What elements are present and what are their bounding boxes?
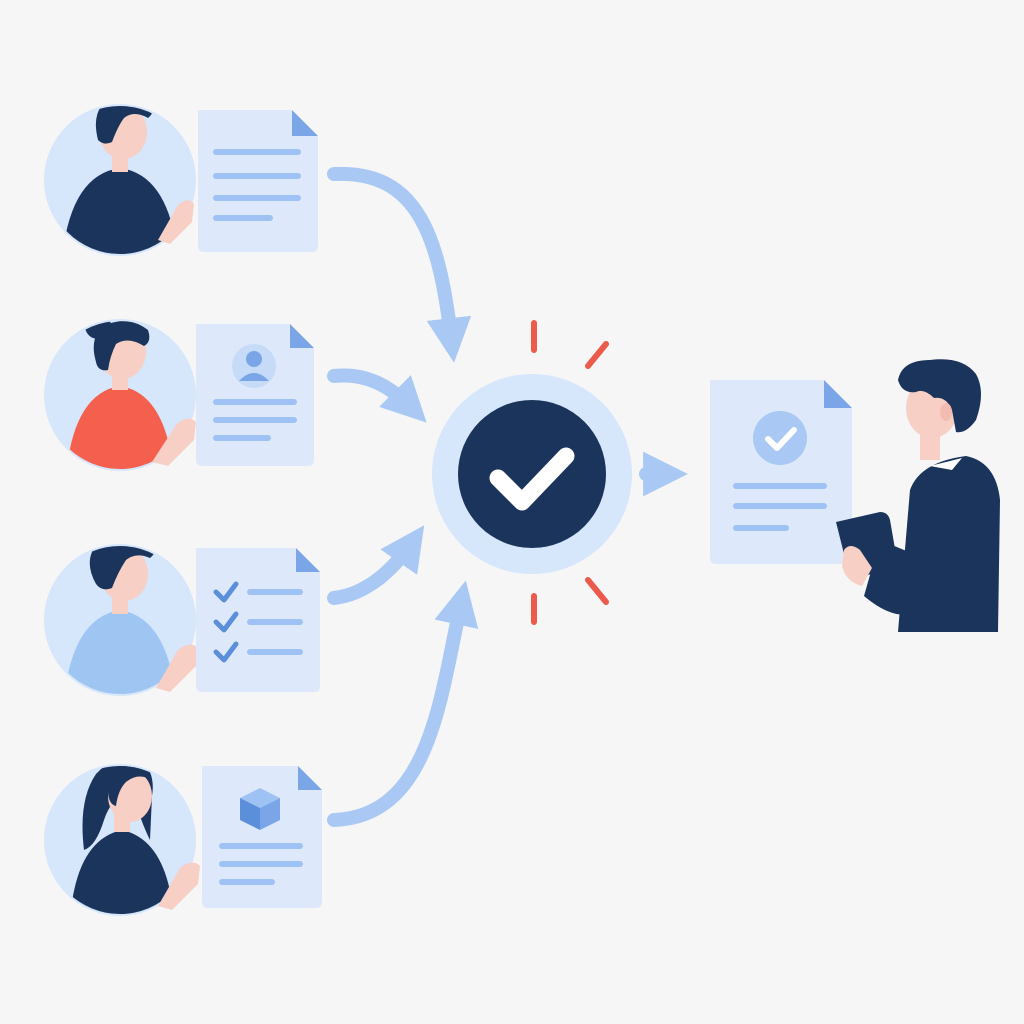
contributor-4 <box>44 764 322 916</box>
person-avatar <box>66 321 174 469</box>
receiver-person <box>836 359 1000 632</box>
hand <box>152 418 196 466</box>
person-avatar <box>62 106 178 254</box>
checklist-icon <box>213 581 303 663</box>
hand <box>156 644 198 692</box>
approval-hub <box>432 320 632 625</box>
document-card <box>202 766 322 908</box>
flow-arrows <box>327 166 688 827</box>
arrow-2 <box>327 368 427 423</box>
checkmark-icon <box>489 447 575 511</box>
document-card <box>196 324 314 466</box>
document-card <box>196 548 320 692</box>
hand <box>842 546 872 586</box>
document-card <box>198 110 318 252</box>
arrow-3 <box>327 525 425 605</box>
cube-icon <box>240 788 280 830</box>
text-lines-icon <box>213 149 301 221</box>
person-avatar <box>70 766 174 914</box>
contributor-2 <box>44 319 314 471</box>
contributor-1 <box>44 104 318 256</box>
contributor-3 <box>44 544 320 696</box>
hand <box>158 200 194 244</box>
user-profile-icon <box>232 344 276 388</box>
arrow-1 <box>327 166 472 363</box>
hand <box>158 862 200 910</box>
arrow-4 <box>327 580 479 827</box>
check-badge-icon <box>753 411 807 465</box>
person-avatar <box>64 546 176 694</box>
approved-document <box>710 380 852 564</box>
burst-rays <box>531 320 609 625</box>
